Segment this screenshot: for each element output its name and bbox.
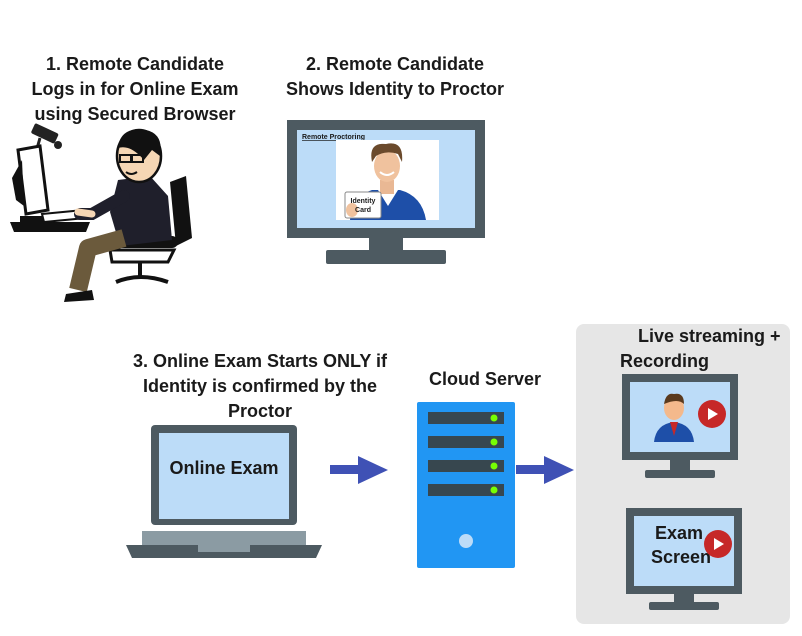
live-streaming-line-1: Live streaming + bbox=[638, 326, 781, 346]
arrow-icon bbox=[516, 456, 574, 484]
exam-screen-line-2: Screen bbox=[651, 547, 711, 567]
user-avatar-icon bbox=[654, 393, 694, 442]
step-1-line-1: 1. Remote Candidate bbox=[45, 54, 225, 74]
cloud-server-label: Cloud Server bbox=[428, 369, 542, 389]
exam-screen-monitor: Exam Screen bbox=[626, 508, 742, 610]
exam-screen-line-1: Exam bbox=[655, 523, 703, 543]
laptop-screen bbox=[159, 433, 289, 519]
identity-card: Identity Card bbox=[344, 191, 382, 219]
server-icon bbox=[417, 402, 515, 568]
laptop-icon: Online Exam bbox=[126, 425, 322, 558]
live-streaming-label: Live streaming + Recording bbox=[620, 324, 795, 374]
streaming-monitor bbox=[622, 374, 738, 478]
step-1-line-2: Logs in for Online Exam bbox=[31, 79, 239, 99]
identity-card-line-1: Identity bbox=[351, 198, 376, 205]
arrow-icon bbox=[330, 456, 388, 484]
step-2-caption: 2. Remote Candidate Shows Identity to Pr… bbox=[270, 52, 520, 102]
play-icon bbox=[704, 530, 732, 558]
step-1-caption: 1. Remote Candidate Logs in for Online E… bbox=[10, 52, 260, 127]
step-3-caption: 3. Online Exam Starts ONLY if Identity i… bbox=[120, 349, 400, 424]
play-icon bbox=[698, 400, 726, 428]
candidate-at-computer-icon bbox=[10, 123, 192, 302]
live-streaming-line-2: Recording bbox=[620, 351, 710, 371]
step-3-line-2: Identity is confirmed by the bbox=[142, 376, 378, 396]
remote-proctoring-header: Remote Proctoring bbox=[302, 134, 365, 141]
step-3-line-1: 3. Online Exam Starts ONLY if bbox=[132, 351, 388, 371]
step-2-line-2: Shows Identity to Proctor bbox=[285, 79, 504, 99]
online-exam-label: Online Exam bbox=[169, 458, 278, 478]
step-1-line-3: using Secured Browser bbox=[34, 104, 236, 124]
identity-card-line-2: Card bbox=[355, 207, 371, 214]
identity-monitor: Remote Proctoring Identity Card bbox=[287, 120, 485, 264]
step-3-line-3: Proctor bbox=[227, 401, 292, 421]
step-2-line-1: 2. Remote Candidate bbox=[305, 54, 485, 74]
